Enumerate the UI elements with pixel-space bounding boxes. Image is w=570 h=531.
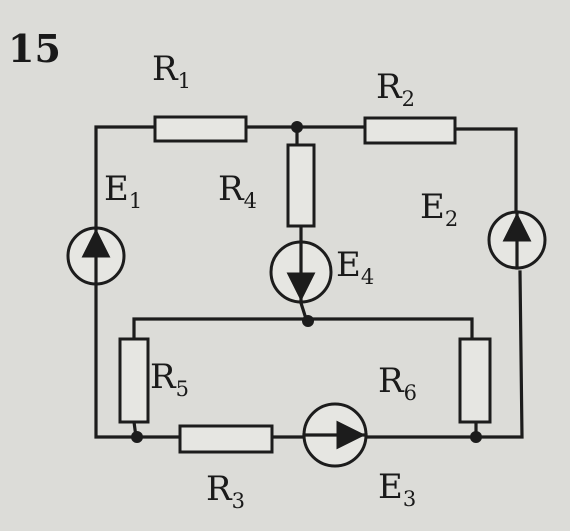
label-e1: E1: [104, 169, 142, 213]
wire-left-bottom: [94, 270, 182, 439]
source-e4: [269, 240, 333, 304]
resistor-r2: [363, 116, 457, 145]
resistor-r3: [178, 424, 274, 454]
label-r1: R1: [152, 49, 191, 93]
label-r3: R3: [206, 469, 245, 513]
arrow-up-icon: [502, 212, 532, 242]
label-e3: E3: [378, 467, 416, 511]
resistor-r1: [153, 115, 248, 143]
arrow-right-icon: [336, 420, 366, 450]
node-bottom-right: [470, 431, 482, 443]
source-e3: [302, 402, 368, 468]
label-r6: R6: [378, 361, 417, 405]
resistor-r6: [458, 337, 492, 424]
arrow-down-icon: [286, 272, 316, 302]
source-e1: [66, 226, 126, 286]
label-r4: R4: [218, 169, 257, 213]
label-e4: E4: [336, 245, 374, 289]
source-e2: [487, 210, 547, 270]
wire-left-top: [94, 125, 157, 242]
resistor-r5: [118, 337, 150, 424]
label-r2: R2: [376, 67, 415, 111]
wires: [94, 125, 524, 439]
resistor-r4: [286, 143, 316, 228]
wire-right-top: [453, 127, 518, 214]
node-top: [291, 121, 303, 133]
node-middle: [302, 315, 314, 327]
label-e2: E2: [420, 187, 458, 231]
node-bottom-left: [131, 431, 143, 443]
wire-bottom-right: [364, 270, 524, 439]
arrow-up-icon: [81, 228, 111, 258]
problem-number: 15: [8, 26, 61, 71]
label-r5: R5: [150, 357, 189, 401]
